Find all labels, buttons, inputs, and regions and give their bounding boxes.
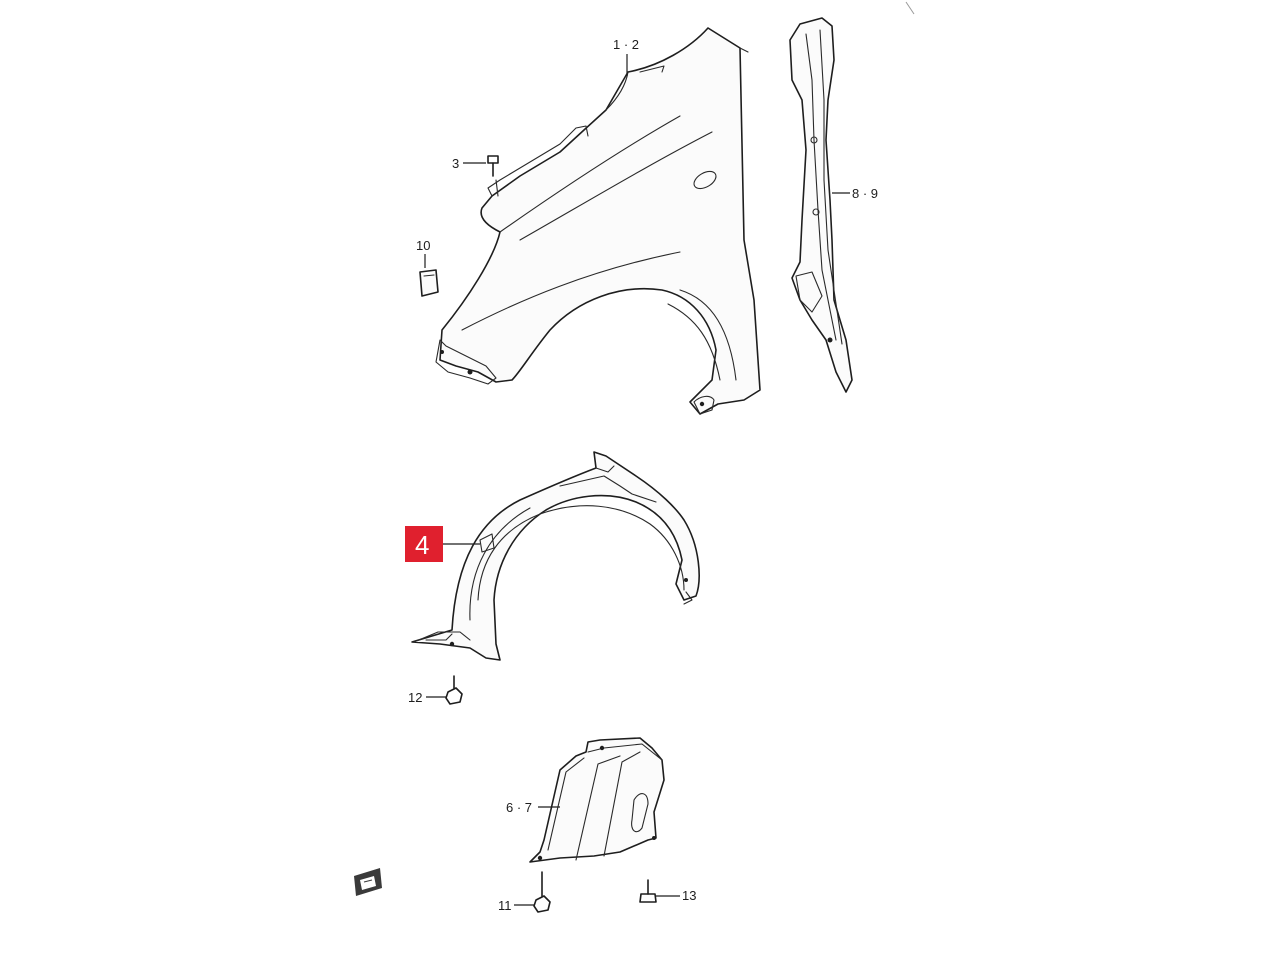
fender-seal[interactable] — [789, 17, 853, 393]
clip-10-callout: 10 — [416, 238, 430, 268]
liner-callout: 4 — [405, 526, 480, 562]
nut-11[interactable] — [533, 871, 551, 913]
fender-callout: 1 · 2 — [613, 37, 639, 76]
seal-callout-label: 8 · 9 — [852, 186, 878, 201]
nut-11-callout-label: 11 — [498, 898, 512, 913]
bolt-13-callout: 13 — [656, 888, 696, 903]
clip-10[interactable] — [419, 269, 439, 297]
liner-callout-highlight — [405, 526, 443, 562]
liner-callout-label: 4 — [415, 530, 429, 560]
fender-callout-label: 1 · 2 — [613, 37, 639, 52]
bolt-13-callout-label: 13 — [682, 888, 696, 903]
corner-mark — [905, 1, 915, 15]
seal-callout: 8 · 9 — [832, 186, 878, 201]
splash-cover[interactable] — [529, 737, 665, 863]
cover-callout-label: 6 · 7 — [506, 800, 532, 815]
cover-callout: 6 · 7 — [506, 800, 560, 815]
nut-12[interactable] — [445, 675, 463, 705]
fender-panel[interactable] — [435, 27, 761, 415]
nut-11-callout: 11 — [498, 898, 534, 913]
bolt-3-callout: 3 — [452, 156, 486, 171]
figure-reference-icon — [354, 868, 382, 896]
clip-10-callout-label: 10 — [416, 238, 430, 253]
bolt-3-callout-label: 3 — [452, 156, 459, 171]
nut-12-callout: 12 — [408, 690, 446, 705]
bolt-13[interactable] — [639, 879, 657, 903]
bolt-3[interactable] — [487, 155, 499, 177]
fender-liner[interactable] — [411, 451, 700, 661]
nut-12-callout-label: 12 — [408, 690, 422, 705]
